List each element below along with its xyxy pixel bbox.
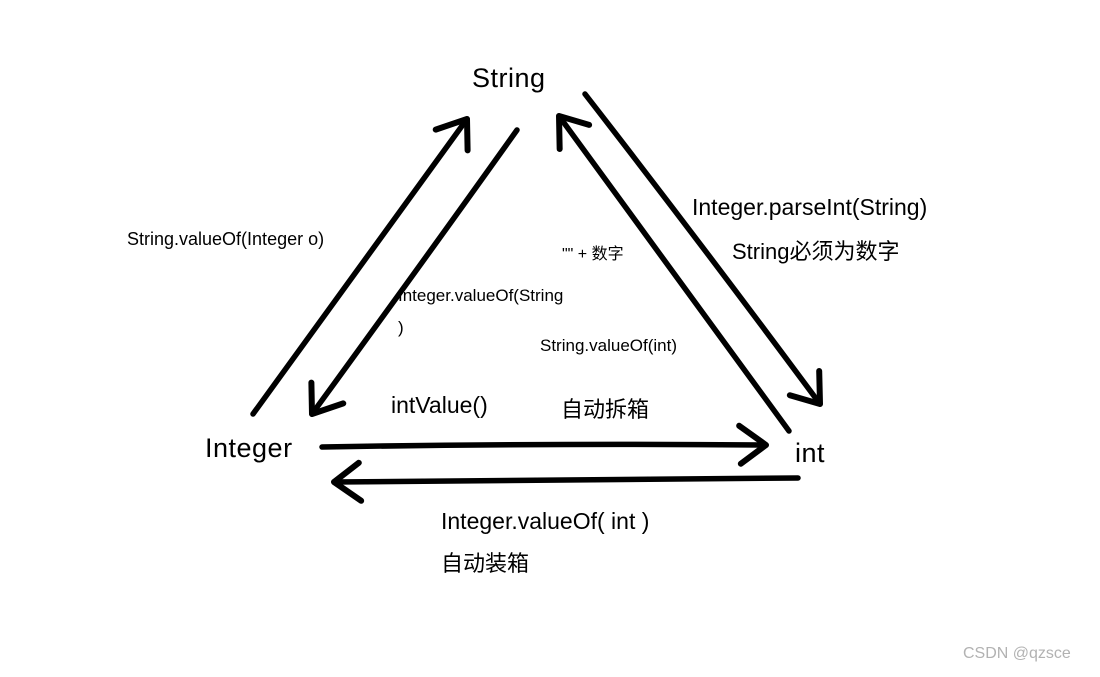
- label-string-to-integer-line2: ): [398, 318, 404, 337]
- watermark: CSDN @qzsce: [963, 645, 1071, 662]
- label-int-to-integer-method: Integer.valueOf( int ): [441, 508, 650, 534]
- arrow-string-to-int: [582, 91, 823, 407]
- label-integer-to-string: String.valueOf(Integer o): [127, 229, 325, 249]
- label-int-to-integer-note: 自动装箱: [441, 551, 530, 576]
- node-string: String: [472, 63, 546, 93]
- arrow-string-to-integer: [308, 127, 520, 417]
- label-string-to-integer-line1: Integer.valueOf(String: [398, 286, 564, 305]
- arrow-int-to-integer: [331, 459, 801, 504]
- arrow-integer-to-int: [319, 422, 769, 467]
- label-int-to-string-method: String.valueOf(int): [540, 336, 677, 355]
- node-integer: Integer: [205, 433, 293, 463]
- arrow-int-to-string: [556, 113, 792, 434]
- label-integer-to-int-note: 自动拆箱: [561, 397, 650, 422]
- label-integer-to-int-method: intValue(): [391, 392, 488, 418]
- label-string-to-int-method: Integer.parseInt(String): [692, 194, 928, 220]
- arrow-integer-to-string: [250, 116, 471, 417]
- label-string-to-int-note: String必须为数字: [732, 239, 900, 264]
- node-int: int: [795, 438, 826, 468]
- label-int-to-string-concat: "" + 数字: [562, 246, 624, 263]
